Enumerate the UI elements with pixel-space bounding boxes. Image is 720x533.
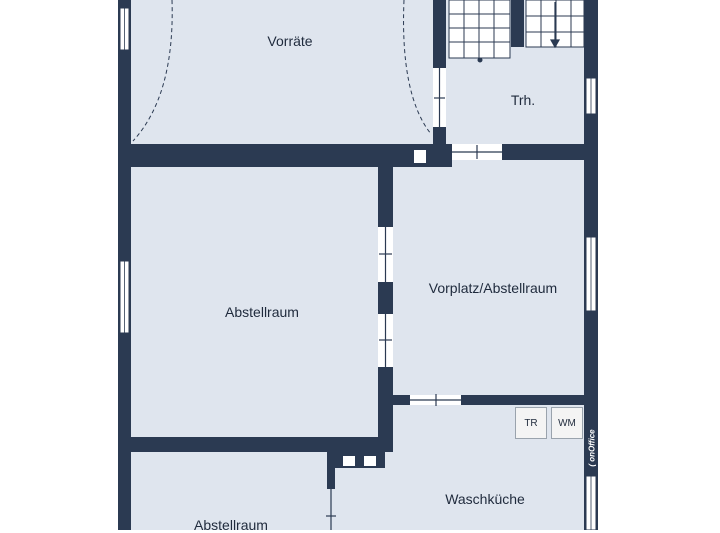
room-label-vorraete: Vorräte: [267, 33, 313, 49]
dryer-appliance: TR: [515, 407, 547, 439]
vents: [343, 150, 426, 466]
room-label-vorplatz: Vorplatz/Abstellraum: [428, 280, 558, 296]
room-label-abstellraum-2: Abstellraum: [194, 517, 268, 533]
stair-arrow: [549, 2, 561, 49]
room-label-waschkueche: Waschküche: [445, 491, 525, 507]
washer-appliance: WM: [551, 407, 583, 439]
window-center-lines: [124, 8, 592, 530]
floor-vorplatz: [393, 160, 584, 395]
stair-stringer: [511, 0, 524, 47]
vent-1: [414, 150, 426, 163]
door-swings: [132, 0, 432, 142]
floor-abstellraum-1: [131, 167, 378, 437]
vent-2: [343, 456, 355, 466]
room-label-abstellraum-1: Abstellraum: [225, 304, 299, 320]
room-label-treppenhaus: Trh.: [510, 92, 536, 108]
brand-watermark: ( onOffice: [587, 429, 597, 467]
doors: [326, 68, 502, 530]
floor-vorraete: [131, 0, 433, 144]
vent-3: [364, 456, 376, 466]
floor-abstellraum-2: [131, 452, 331, 530]
